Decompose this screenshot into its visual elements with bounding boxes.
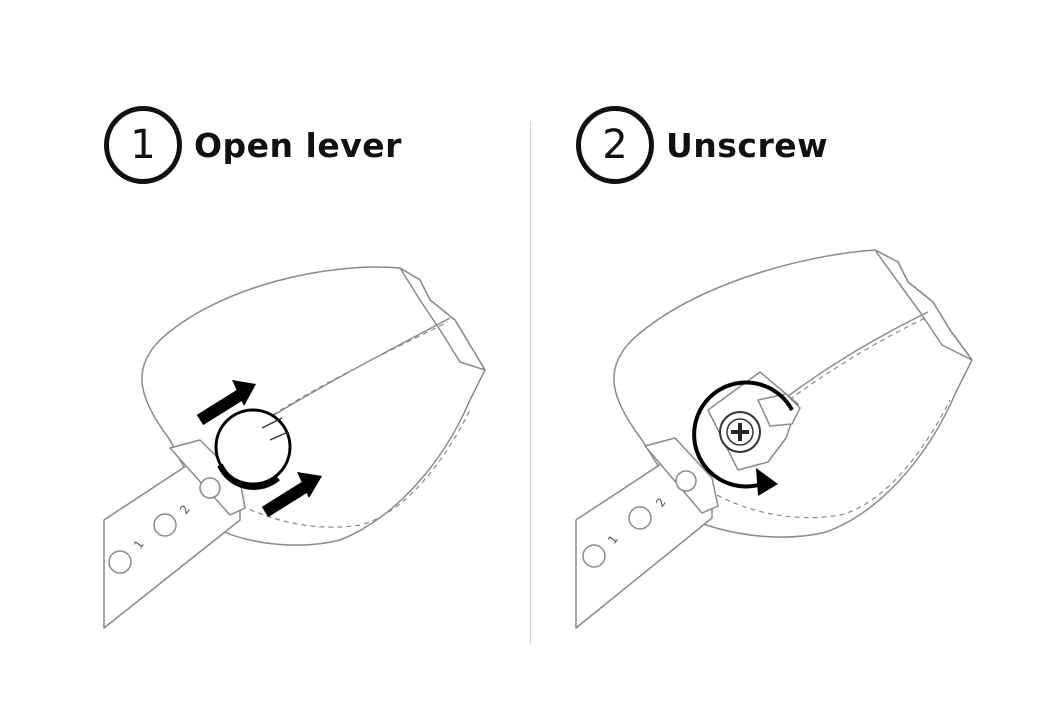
step-panel-unscrew: 2 Unscrew 1 2: [530, 0, 1060, 710]
strap-hole: [153, 513, 177, 537]
unscrew-illustration: 1 2: [575, 249, 973, 629]
strap-hole: [199, 477, 221, 499]
boot-stitch-side: [679, 399, 951, 519]
arrow-up-right-icon: [196, 380, 256, 426]
panel-divider: [530, 122, 531, 644]
strap-hole: [108, 550, 132, 574]
lever-disc-shadow: [217, 463, 280, 490]
step-number-badge: 2: [576, 106, 654, 184]
boot-cuff: [874, 249, 973, 361]
lever-disc: [214, 408, 292, 486]
strap-hole: [582, 544, 606, 568]
lever-illustration: 1 2: [103, 266, 486, 629]
arrow-up-right-icon: [261, 472, 322, 518]
step-header: 1 Open lever: [104, 106, 402, 184]
boot-cuff: [399, 267, 486, 371]
step-title: Open lever: [194, 125, 402, 165]
step-number-badge: 1: [104, 106, 182, 184]
strap-hole: [628, 506, 652, 530]
lever-slot: [261, 417, 289, 441]
boot-seam: [257, 317, 451, 426]
strap-hole: [675, 470, 697, 492]
strap-loop: [169, 439, 246, 516]
phillips-screw-icon: [719, 411, 761, 453]
boot-stitch-top: [781, 317, 926, 406]
step-panel-open-lever: 1 Open lever 1 2: [103, 106, 486, 629]
boot-stitch-side: [189, 409, 471, 528]
step-header: 2 Unscrew: [576, 106, 828, 184]
step-title: Unscrew: [666, 125, 829, 165]
rotate-clockwise-icon: [692, 380, 794, 496]
boot-seam: [787, 311, 929, 397]
